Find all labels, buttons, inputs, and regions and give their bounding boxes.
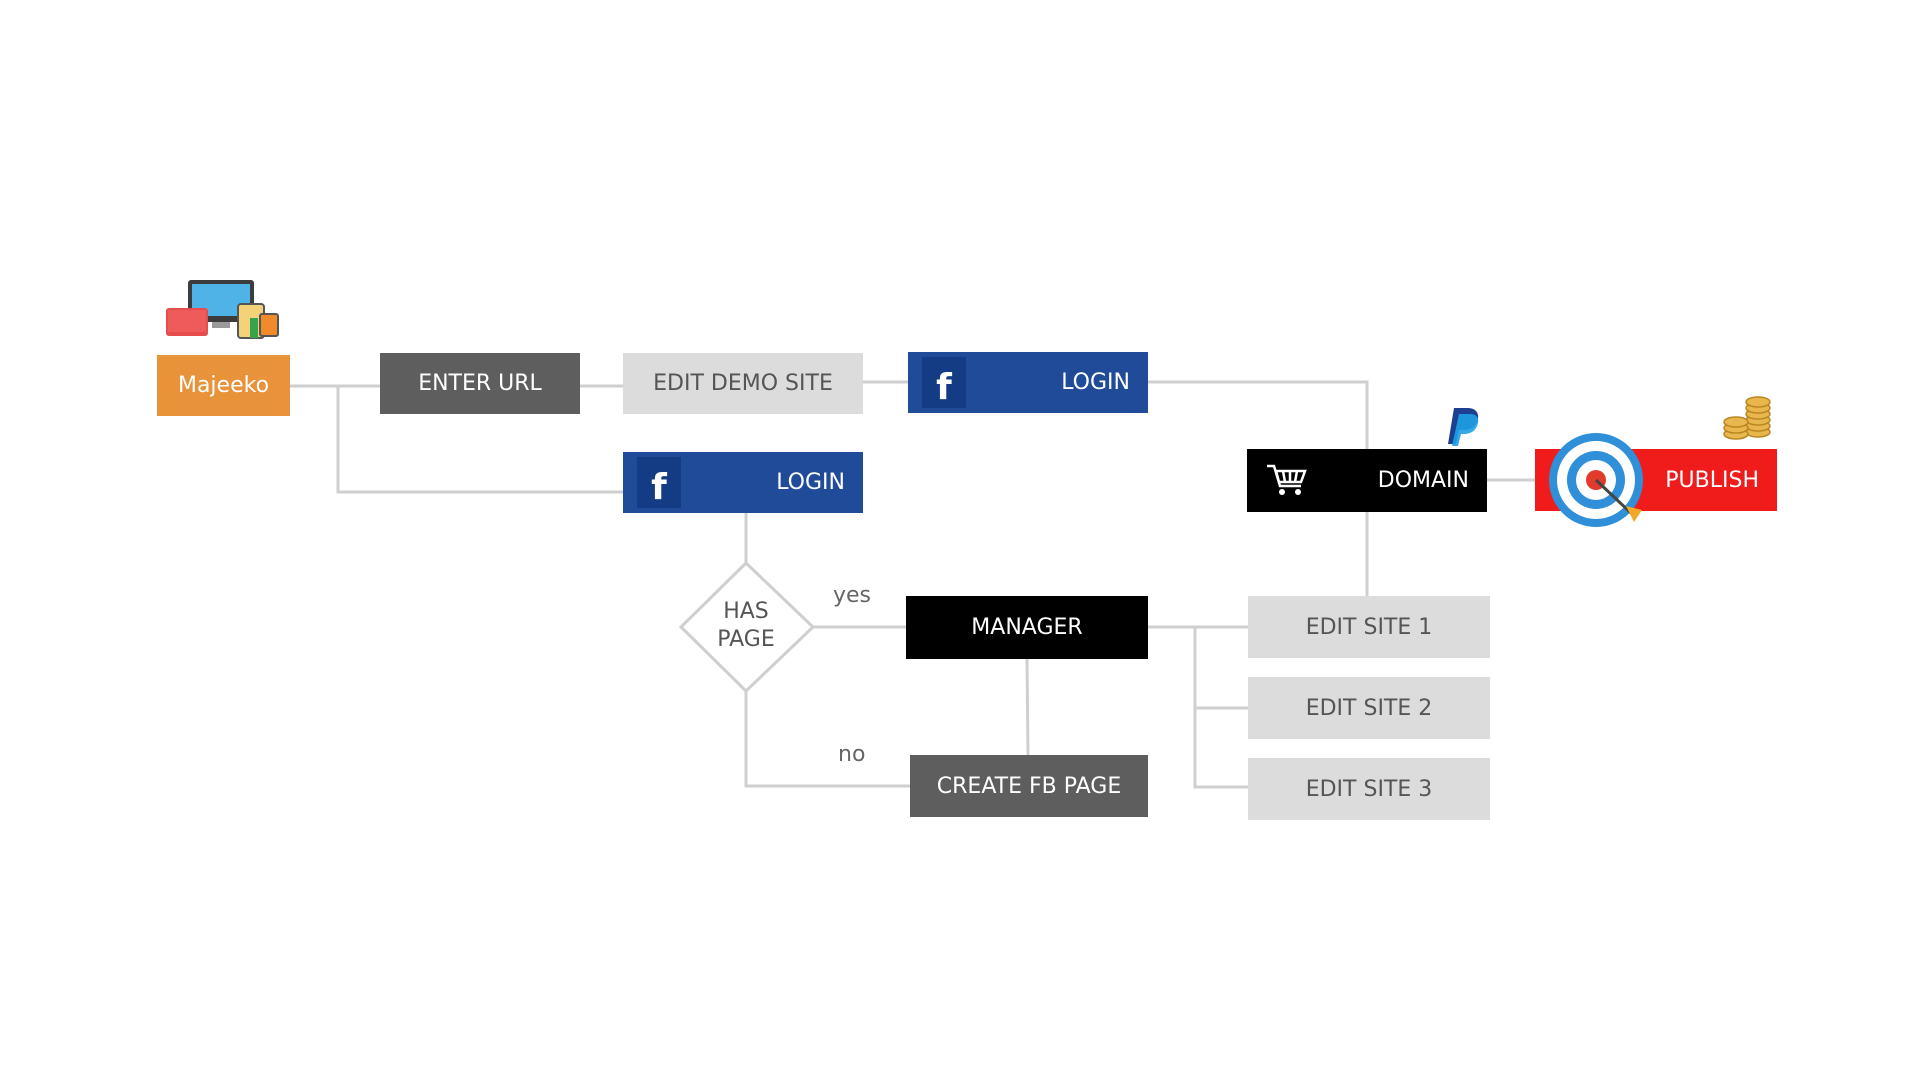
- facebook-login-left-node[interactable]: f LOGIN: [623, 452, 863, 513]
- publish-label: PUBLISH: [1665, 467, 1759, 493]
- target-icon: [1549, 433, 1643, 527]
- edit-site-1-node[interactable]: EDIT SITE 1: [1248, 596, 1490, 658]
- paypal-icon: [1448, 408, 1479, 446]
- facebook-icon: f: [637, 457, 681, 508]
- enter-url-label: ENTER URL: [418, 371, 542, 396]
- has-page-diamond: [678, 560, 816, 694]
- enter-url-node[interactable]: ENTER URL: [380, 353, 580, 414]
- login-top-label: LOGIN: [1061, 370, 1130, 395]
- majeeko-label: Majeeko: [177, 373, 270, 398]
- edit-site-2-node[interactable]: EDIT SITE 2: [1248, 677, 1490, 739]
- manager-label: MANAGER: [971, 615, 1083, 640]
- devices-icon: [166, 280, 279, 339]
- shopping-cart-icon: [1267, 464, 1307, 495]
- domain-node[interactable]: DOMAIN: [1247, 449, 1487, 512]
- manager-node[interactable]: MANAGER: [906, 596, 1148, 659]
- login-left-label: LOGIN: [776, 470, 845, 495]
- no-label: no: [838, 742, 866, 767]
- edit-demo-site-node[interactable]: EDIT DEMO SITE: [623, 353, 863, 414]
- create-fb-page-label: CREATE FB PAGE: [936, 773, 1122, 799]
- facebook-login-top-node[interactable]: f LOGIN: [908, 352, 1148, 413]
- create-fb-page-node[interactable]: CREATE FB PAGE: [910, 755, 1148, 817]
- coins-icon: [1723, 396, 1771, 440]
- domain-label: DOMAIN: [1377, 468, 1469, 493]
- edit-site-2-label: EDIT SITE 2: [1305, 695, 1433, 721]
- facebook-icon: f: [922, 357, 966, 408]
- has-page-label: HAS PAGE: [701, 598, 791, 654]
- has-page-line1: HAS: [723, 599, 769, 624]
- edit-site-3-label: EDIT SITE 3: [1305, 776, 1433, 802]
- has-page-line2: PAGE: [717, 627, 775, 652]
- majeeko-node[interactable]: Majeeko: [157, 355, 290, 416]
- edit-site-1-label: EDIT SITE 1: [1305, 614, 1433, 640]
- edit-site-3-node[interactable]: EDIT SITE 3: [1248, 758, 1490, 820]
- edit-demo-site-label: EDIT DEMO SITE: [653, 371, 833, 396]
- yes-label: yes: [833, 583, 872, 608]
